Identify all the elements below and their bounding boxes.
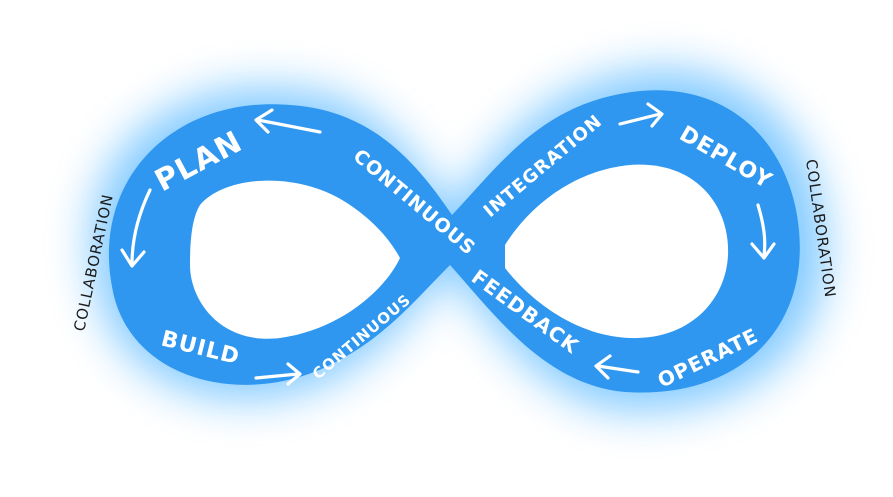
arrow-down-icon bbox=[750, 203, 776, 260]
left-loop-hole bbox=[190, 180, 400, 339]
arrow-right-icon bbox=[618, 102, 664, 128]
arrow-left-icon bbox=[594, 354, 640, 380]
arrow-down-left-icon bbox=[120, 188, 152, 268]
right-loop-hole bbox=[505, 164, 729, 339]
arrow-left-icon bbox=[254, 108, 322, 134]
arrow-right-icon bbox=[254, 362, 302, 386]
